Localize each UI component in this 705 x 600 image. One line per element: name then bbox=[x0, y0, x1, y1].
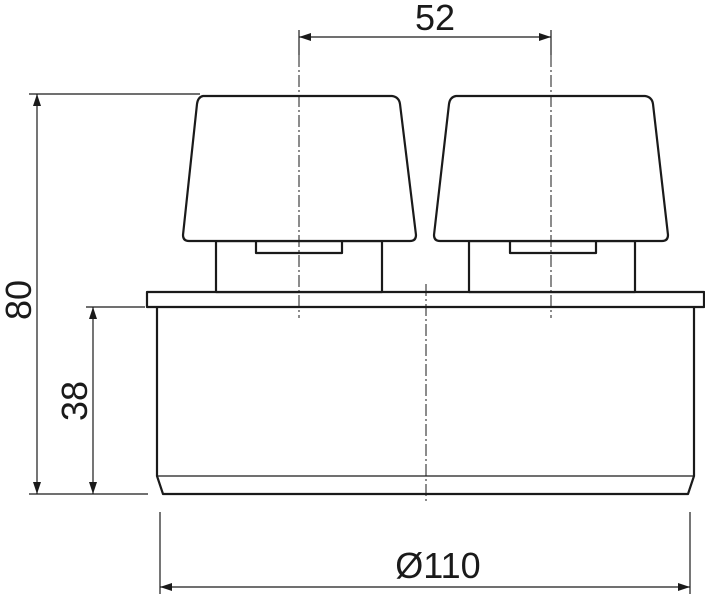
left-valve-cap bbox=[181, 94, 418, 243]
spacing-label: 52 bbox=[415, 0, 455, 38]
right-valve-cap bbox=[432, 94, 670, 243]
right-valve bbox=[432, 94, 670, 294]
total-height-dimension: 80 bbox=[0, 93, 200, 495]
right-valve-slot bbox=[508, 239, 598, 255]
total-height-label: 80 bbox=[0, 280, 39, 320]
diameter-label: Ø110 bbox=[395, 545, 480, 586]
spacing-dimension: 52 bbox=[298, 0, 552, 55]
diameter-dimension: Ø110 bbox=[159, 512, 691, 594]
body-height-label: 38 bbox=[54, 381, 95, 421]
body-height-dimension: 38 bbox=[54, 306, 145, 494]
